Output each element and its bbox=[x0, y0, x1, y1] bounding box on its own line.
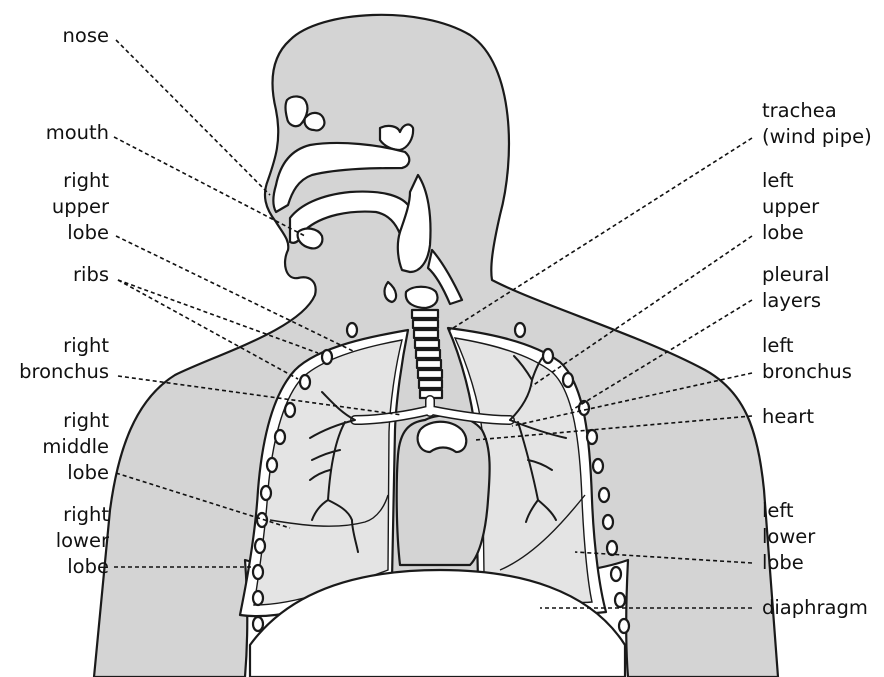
label-diaphragm: diaphragm bbox=[762, 595, 868, 621]
label-right-lower-lobe: right lower lobe bbox=[56, 502, 109, 580]
label-right-middle-lobe: right middle lobe bbox=[42, 408, 109, 486]
label-nose: nose bbox=[63, 23, 109, 49]
label-pleural-layers: pleural layers bbox=[762, 262, 830, 314]
heart-chamber bbox=[418, 422, 467, 452]
label-left-upper-lobe: left upper lobe bbox=[762, 168, 819, 246]
label-ribs: ribs bbox=[73, 262, 109, 288]
label-left-bronchus: left bronchus bbox=[762, 333, 852, 385]
sphenoid-sinus bbox=[380, 125, 413, 150]
label-trachea: trachea (wind pipe) bbox=[762, 98, 872, 150]
label-right-bronchus: right bronchus bbox=[19, 333, 109, 385]
label-right-upper-lobe: right upper lobe bbox=[52, 168, 109, 246]
ethmoid-sinus bbox=[305, 113, 325, 130]
label-left-lower-lobe: left lower lobe bbox=[762, 498, 815, 576]
label-mouth: mouth bbox=[46, 120, 109, 146]
larynx bbox=[406, 287, 438, 308]
leader-nose bbox=[116, 40, 270, 195]
label-heart: heart bbox=[762, 404, 814, 430]
